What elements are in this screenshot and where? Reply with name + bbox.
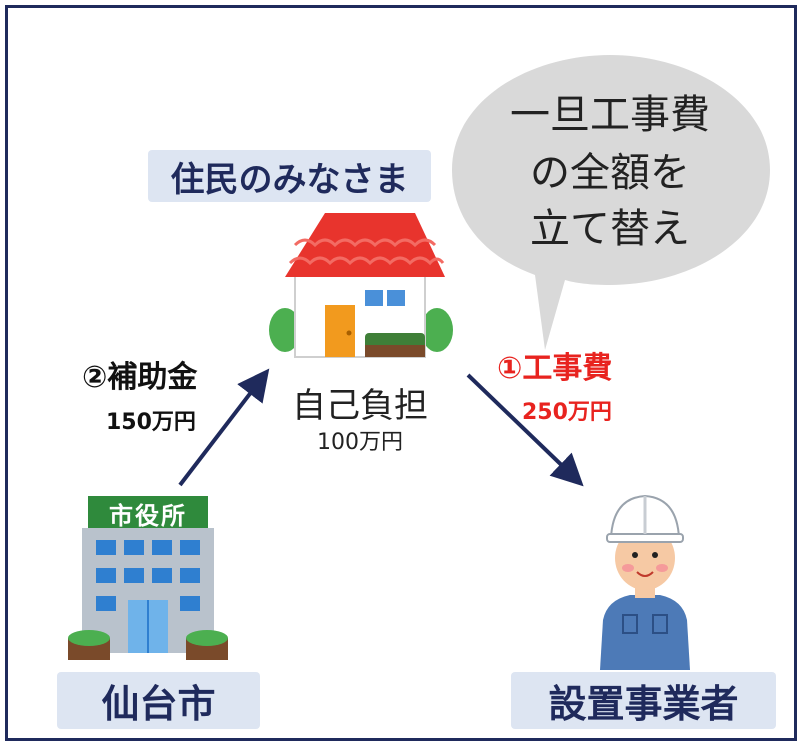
house-icon bbox=[269, 213, 453, 358]
self-pay-title: 自己負担 bbox=[292, 386, 428, 426]
residents-label: 住民のみなさま bbox=[148, 150, 431, 202]
speech-bubble bbox=[452, 55, 770, 350]
city-hall-building-icon bbox=[68, 496, 228, 660]
subsidy-title: ②補助金 bbox=[82, 360, 198, 395]
bubble-line-3: 立て替え bbox=[530, 206, 690, 252]
construction-worker-icon bbox=[600, 494, 690, 670]
construction-amount: 250万円 bbox=[522, 400, 612, 425]
construction-arrow bbox=[466, 373, 584, 487]
bubble-line-2: の全額を bbox=[530, 150, 690, 196]
city-hall-sign: 市役所 bbox=[109, 502, 187, 530]
subsidy-amount: 150万円 bbox=[106, 410, 196, 435]
city-label: 仙台市 bbox=[57, 672, 260, 729]
bubble-line-1: 一旦工事費 bbox=[510, 92, 710, 138]
installer-label: 設置事業者 bbox=[511, 672, 776, 729]
self-pay-amount: 100万円 bbox=[317, 430, 403, 455]
subsidy-arrow bbox=[178, 368, 270, 487]
construction-title: ①工事費 bbox=[497, 351, 613, 386]
